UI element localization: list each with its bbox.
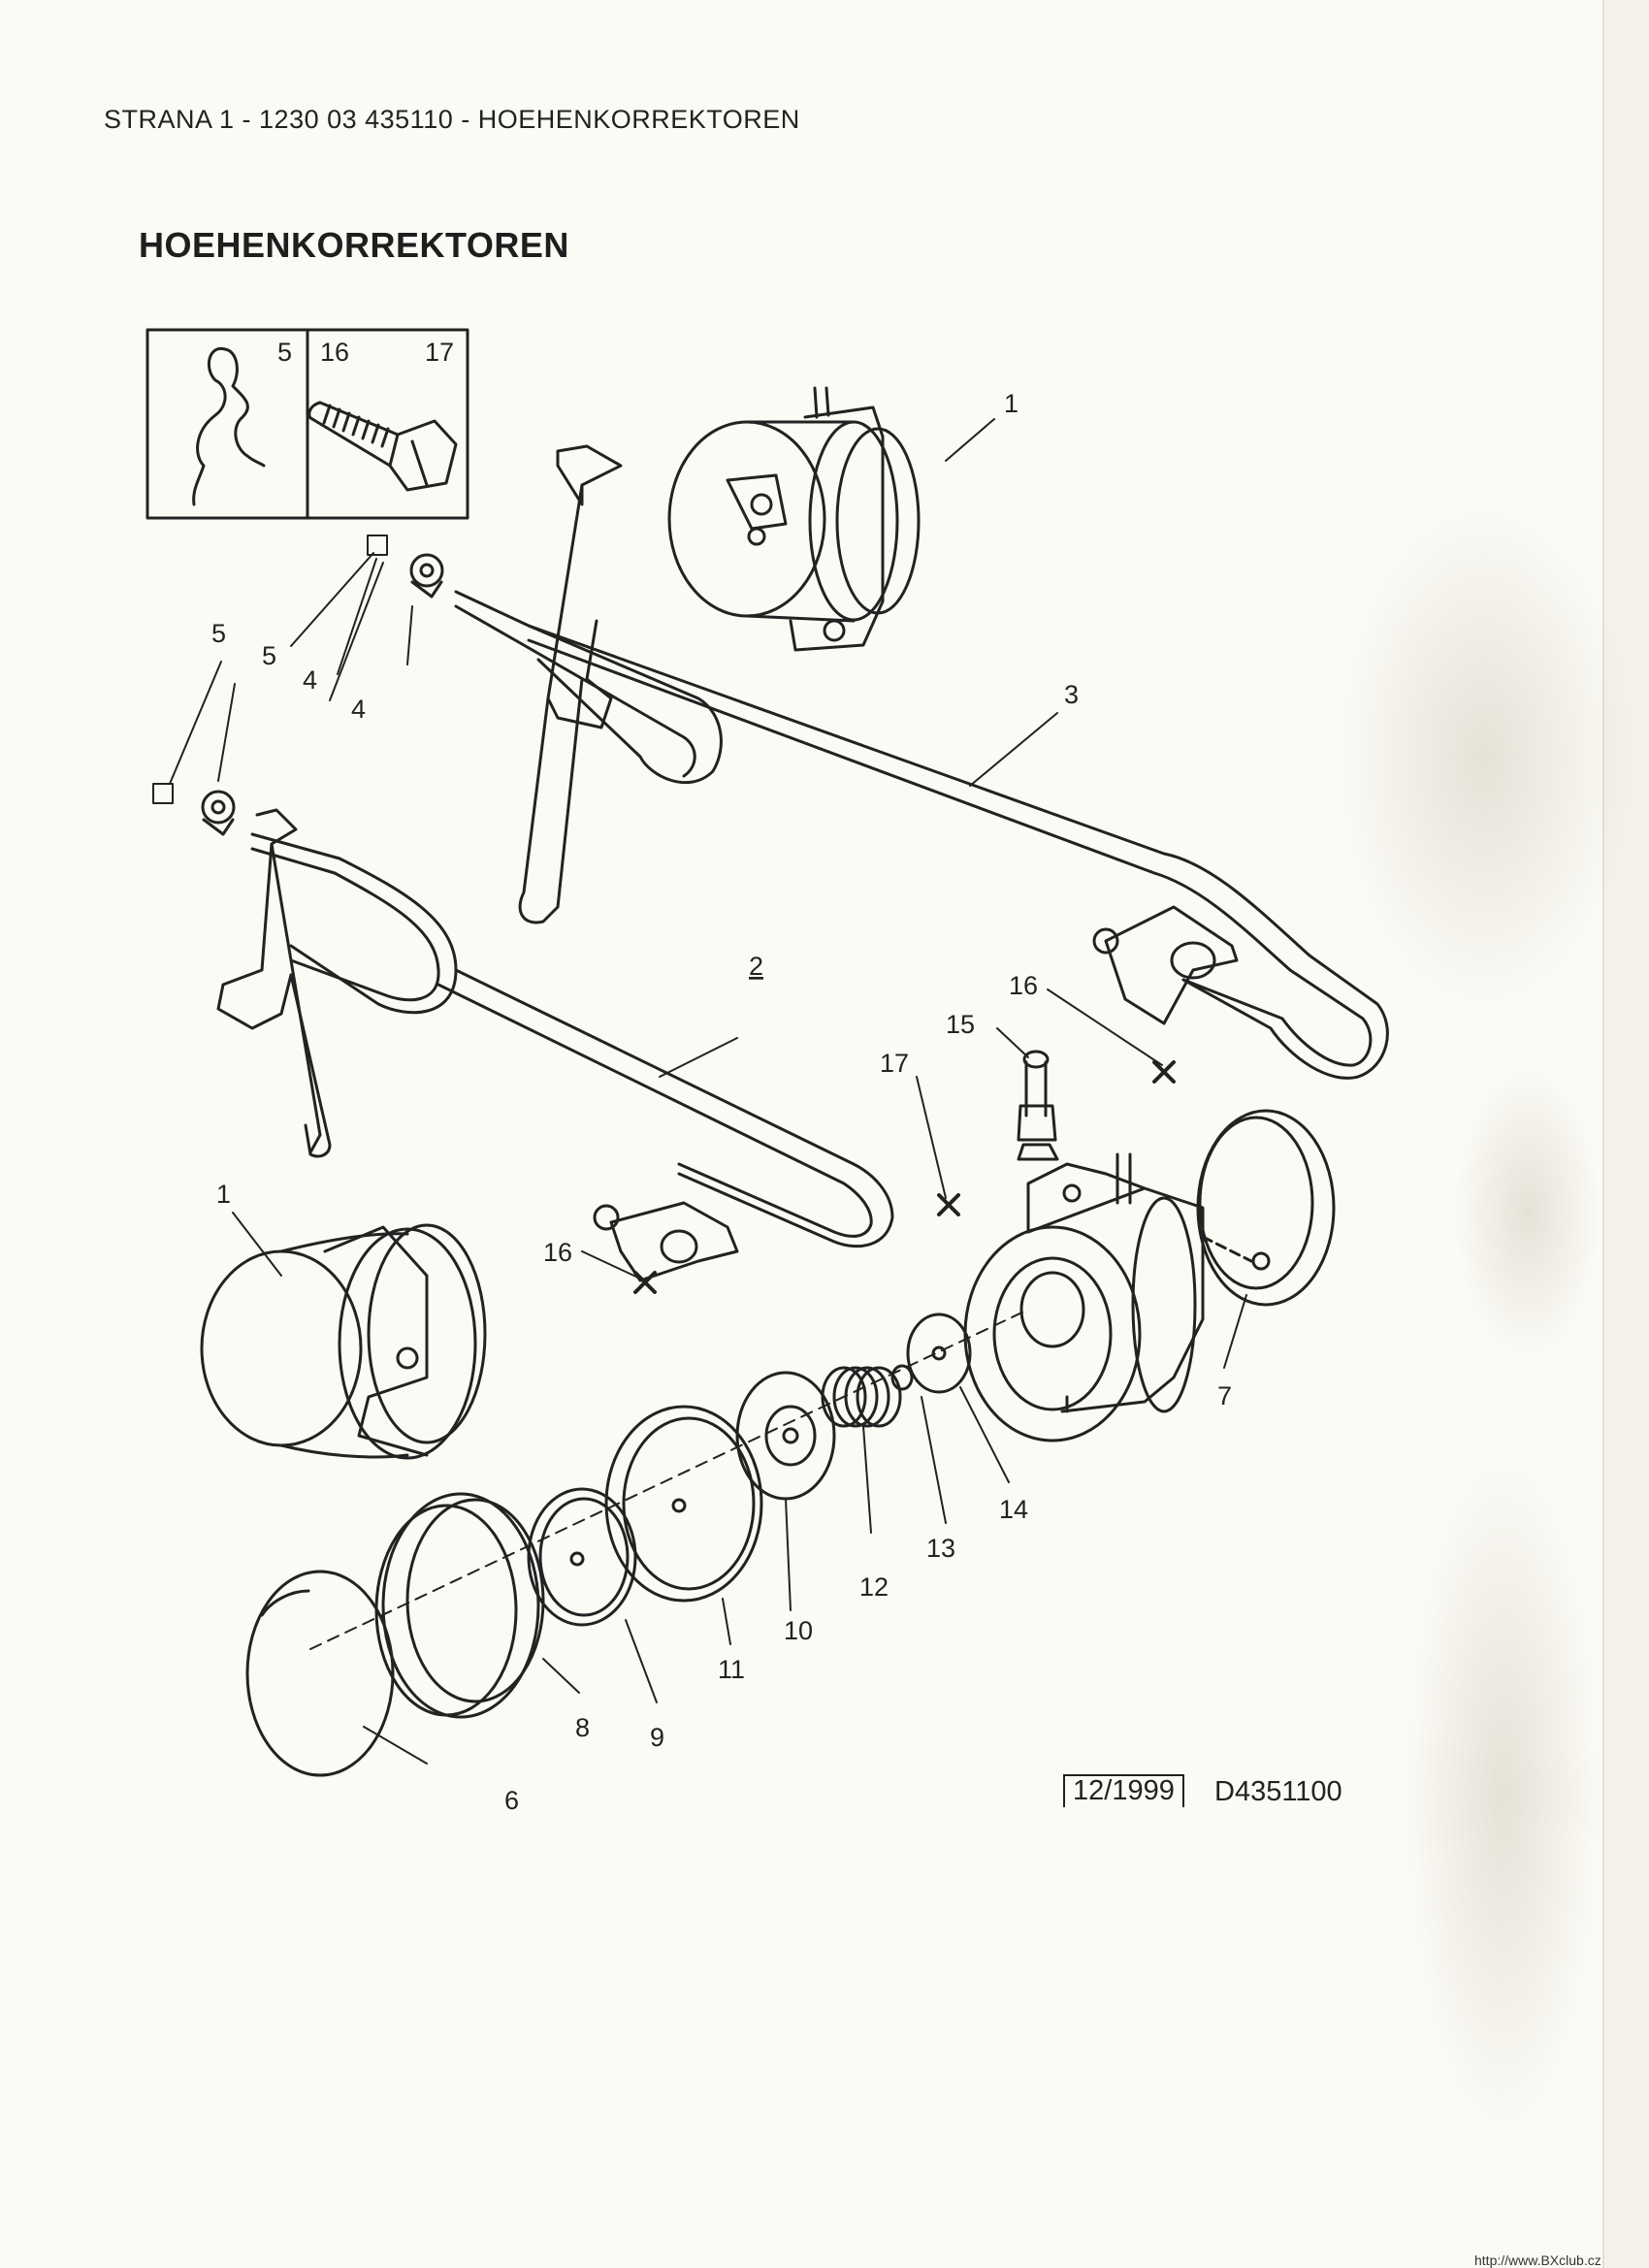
drawing-code: D4351100 bbox=[1214, 1776, 1342, 1807]
callout-9: 9 bbox=[650, 1723, 664, 1752]
pipe-fitting-lower bbox=[593, 1201, 739, 1282]
source-watermark: http://www.BXclub.cz bbox=[1474, 2252, 1601, 2268]
bracket-lower bbox=[216, 808, 332, 1158]
bracket-upper bbox=[518, 444, 623, 924]
callout-7: 7 bbox=[1217, 1381, 1232, 1410]
callout-6: 6 bbox=[504, 1786, 519, 1815]
pipe-3 bbox=[454, 590, 1389, 1080]
grommet-lower bbox=[201, 790, 236, 836]
leader-lines bbox=[169, 418, 1247, 1765]
pipe-2 bbox=[250, 832, 894, 1248]
diaphragm-11 bbox=[604, 1405, 763, 1603]
valve-body bbox=[963, 1152, 1205, 1442]
clip-square bbox=[152, 783, 174, 804]
callout-5: 5 bbox=[211, 619, 226, 648]
inset-box: 5 16 17 bbox=[146, 328, 469, 520]
callout-17: 17 bbox=[880, 1049, 909, 1078]
callout-4: 4 bbox=[351, 695, 366, 724]
callout-5: 5 bbox=[262, 641, 276, 670]
callout-1: 1 bbox=[216, 1180, 231, 1209]
pipe-fitting-upper bbox=[1092, 905, 1239, 1025]
banjo-screw bbox=[1017, 1050, 1059, 1161]
callout-13: 13 bbox=[926, 1534, 955, 1563]
callout-16: 16 bbox=[1009, 971, 1038, 1000]
washer-9 bbox=[527, 1487, 637, 1627]
callout-15: 15 bbox=[946, 1010, 975, 1039]
washer-14 bbox=[906, 1312, 972, 1394]
page-header: STRANA 1 - 1230 03 435110 - HOEHENKORREK… bbox=[104, 105, 800, 134]
height-corrector-lower bbox=[200, 1223, 487, 1460]
clip-square bbox=[367, 535, 388, 556]
callout-16: 16 bbox=[543, 1238, 572, 1267]
grommet-upper bbox=[409, 553, 444, 599]
inset-label: 17 bbox=[425, 338, 454, 367]
page-title: HOEHENKORREKTOREN bbox=[139, 225, 569, 265]
height-corrector-upper bbox=[667, 386, 921, 652]
scanned-page bbox=[0, 0, 1602, 2268]
callout-10: 10 bbox=[784, 1616, 813, 1645]
callout-12: 12 bbox=[859, 1572, 889, 1602]
inset-label: 16 bbox=[320, 338, 349, 367]
spring-12 bbox=[821, 1366, 902, 1428]
callout-1: 1 bbox=[1004, 389, 1018, 418]
callout-8: 8 bbox=[575, 1713, 590, 1742]
bolt-icon bbox=[307, 401, 458, 492]
clip-icon bbox=[192, 346, 266, 506]
bolt-position-mark bbox=[633, 1060, 1176, 1294]
inset-label: 5 bbox=[277, 338, 292, 367]
callout-11: 11 bbox=[718, 1655, 745, 1684]
callout-3: 3 bbox=[1064, 680, 1079, 709]
callout-2: 2 bbox=[749, 952, 763, 981]
o-ring-13 bbox=[890, 1364, 914, 1391]
revision-date: 12/1999 bbox=[1063, 1774, 1184, 1807]
cover-6 bbox=[245, 1570, 395, 1777]
callout-4: 4 bbox=[303, 665, 317, 695]
end-cap-7 bbox=[1196, 1109, 1336, 1307]
assembly-axis bbox=[309, 1309, 1029, 1650]
callout-14: 14 bbox=[999, 1495, 1028, 1524]
